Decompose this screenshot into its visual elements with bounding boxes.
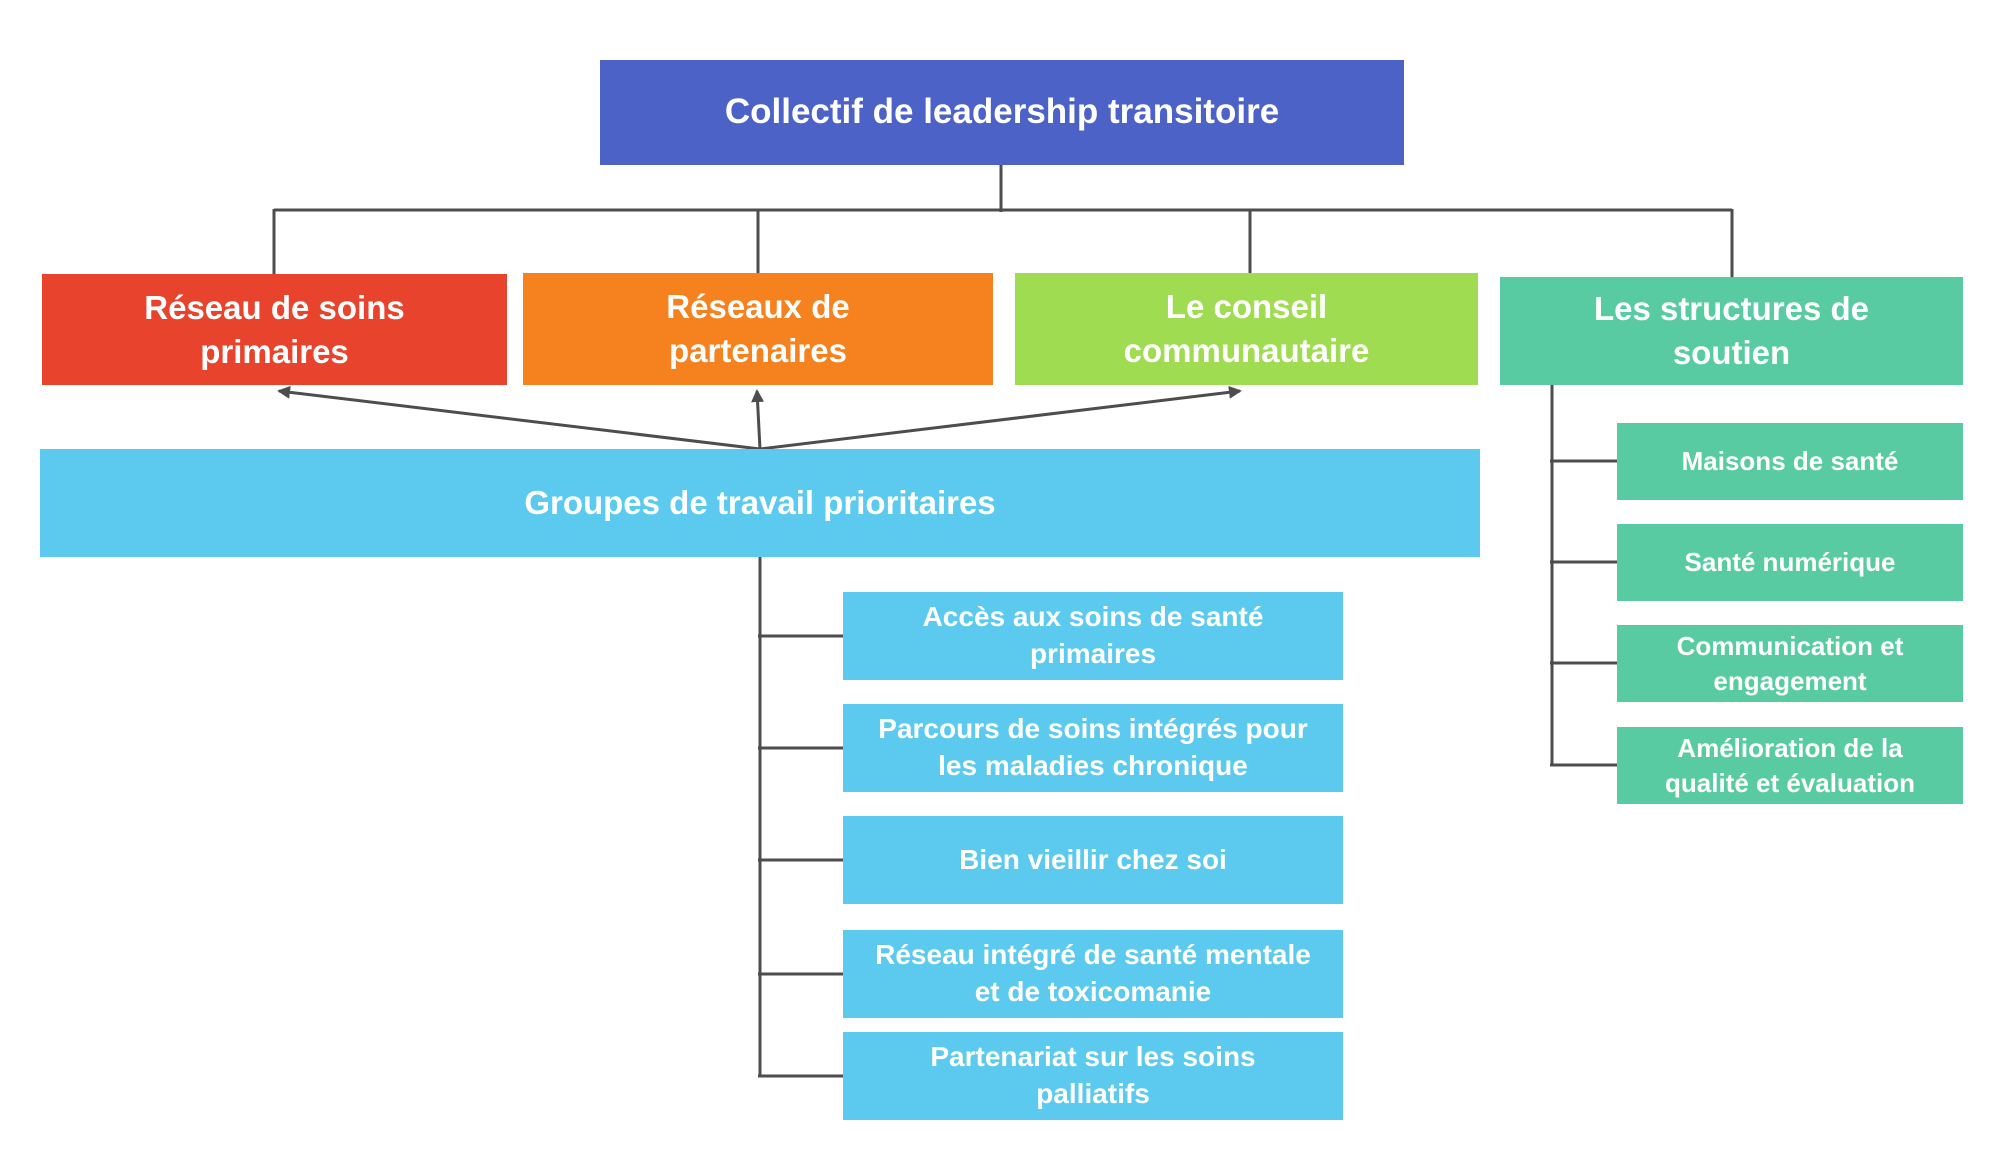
node-label: Réseaux de partenaires — [666, 288, 850, 369]
node-sante-numerique: Santé numérique — [1617, 524, 1963, 601]
node-amelioration-qualite-evaluation: Amélioration de la qualité et évaluation — [1617, 727, 1963, 804]
node-maisons-de-sante: Maisons de santé — [1617, 423, 1963, 500]
node-partenariat-soins-palliatifs: Partenariat sur les soins palliatifs — [843, 1032, 1343, 1120]
node-label: Partenariat sur les soins palliatifs — [930, 1041, 1256, 1109]
arrow-to-council — [759, 385, 1242, 451]
node-label: Réseau de soins primaires — [144, 288, 405, 370]
node-label: Maisons de santé — [1681, 446, 1899, 477]
node-reseau-sante-mentale-toxicomanie: Réseau intégré de santé mentale et de to… — [843, 930, 1343, 1018]
node-label: Communication et engagement — [1676, 631, 1904, 696]
node-label: Amélioration de la qualité et évaluation — [1665, 733, 1915, 798]
node-reseau-soins-primaires: Réseau de soins primaires — [42, 274, 507, 385]
node-label: Santé numérique — [1684, 547, 1896, 578]
node-bien-vieillir-chez-soi: Bien vieillir chez soi — [843, 816, 1343, 904]
node-label: Réseau intégré de santé mentale et de to… — [875, 939, 1311, 1007]
node-groupes-travail-prioritaires: Groupes de travail prioritaires — [40, 449, 1480, 557]
node-label: Accès aux soins de santé primaires — [922, 601, 1264, 669]
node-label: Le conseil communautaire — [1123, 288, 1370, 369]
node-label: Parcours de soins intégrés pour les mala… — [878, 713, 1308, 781]
node-structures-soutien: Les structures de soutien — [1500, 277, 1963, 385]
node-parcours-soins-integres: Parcours de soins intégrés pour les mala… — [843, 704, 1343, 792]
arrow-to-primary-care — [277, 385, 761, 451]
node-conseil-communautaire: Le conseil communautaire — [1015, 273, 1478, 385]
node-communication-engagement: Communication et engagement — [1617, 625, 1963, 702]
arrow-to-partners — [751, 389, 765, 450]
node-label: Les structures de soutien — [1593, 290, 1870, 371]
node-acces-soins-sante-primaires: Accès aux soins de santé primaires — [843, 592, 1343, 680]
node-label: Groupes de travail prioritaires — [524, 484, 996, 522]
node-reseaux-partenaires: Réseaux de partenaires — [523, 273, 993, 385]
node-collectif-leadership: Collectif de leadership transitoire — [600, 60, 1404, 165]
node-label: Collectif de leadership transitoire — [724, 92, 1280, 132]
node-label: Bien vieillir chez soi — [959, 843, 1227, 875]
